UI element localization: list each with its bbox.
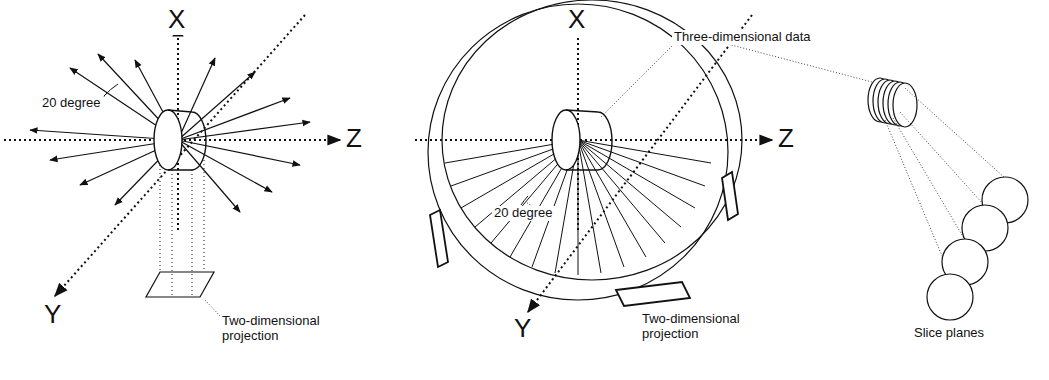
angle-label: 20 degree (40, 96, 103, 111)
middle-panel (415, 0, 872, 312)
axis-label: Z (776, 124, 796, 154)
angle-label: 20 degree (492, 206, 555, 221)
callout-label: Three-dimensional data (672, 30, 813, 45)
axis-label: Z (344, 124, 364, 154)
left-panel (4, 15, 340, 318)
projection-label: Two-dimensional projection (640, 312, 764, 342)
axis-label: Y (512, 314, 533, 344)
callout-label: Slice planes (912, 326, 986, 341)
axis-label: Y (42, 300, 63, 330)
slice-stack (868, 78, 1028, 320)
axis-label: X (566, 5, 587, 35)
axis-label: X (166, 5, 187, 35)
projection-label: Two-dimensional projection (220, 314, 344, 344)
